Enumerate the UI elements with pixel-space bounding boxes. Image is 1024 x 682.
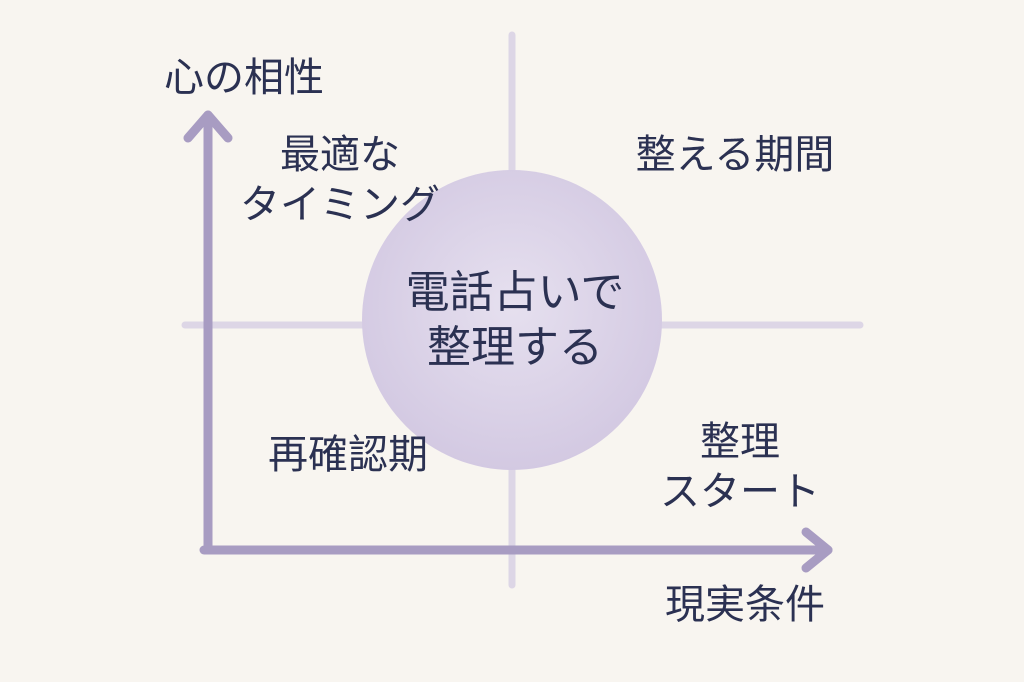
quadrant-top-left-label: 最適な タイミング	[240, 130, 440, 230]
x-axis-label: 現実条件	[665, 582, 825, 628]
quadrant-bottom-right-label: 整理 スタート	[660, 417, 820, 517]
x-axis-arrow	[199, 527, 833, 573]
center-label-line: 電話占いで	[405, 267, 625, 318]
center-label-line: 整理する	[427, 322, 603, 373]
center-label: 電話占いで 整理する	[406, 265, 625, 375]
quadrant-bottom-left-label: 再確認期	[268, 432, 428, 478]
quadrant-label-line: タイミング	[240, 182, 440, 228]
y-axis-arrow	[183, 110, 233, 555]
center-circle	[362, 170, 662, 470]
y-axis-label: 心の相性	[164, 55, 324, 101]
quadrant-label-line: スタート	[660, 469, 820, 515]
quadrant-top-right-label: 整える期間	[635, 132, 835, 178]
quadrant-label-line: 整理	[700, 419, 780, 465]
quadrant-label-line: 最適な	[280, 132, 400, 178]
